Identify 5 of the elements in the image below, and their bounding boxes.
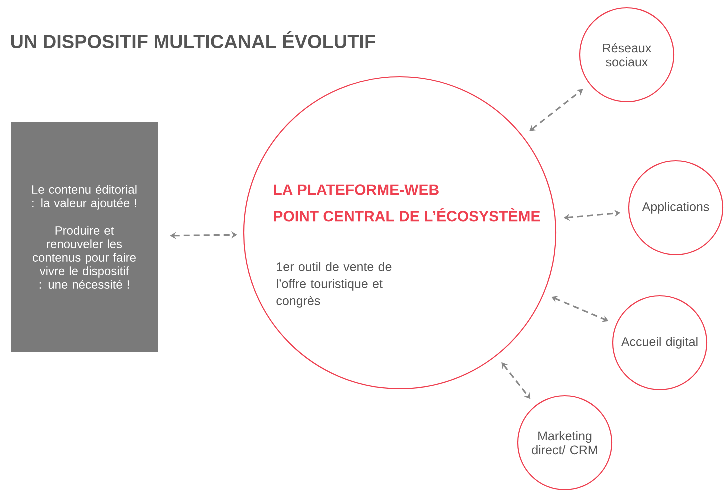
description: 1er outil de vente de l’offre touristique et congrès	[276, 262, 392, 308]
heading: POINT CENTRAL DE L’ÉCOSYSTÈME	[274, 208, 540, 222]
text-box: Le contenu éditorial : la valeur ajoutée ! Produire et renouveler les contenus pour faire vivre le dispositif : une nécessité !	[11, 122, 158, 352]
heading: LA PLATEFORME-WEB	[274, 184, 439, 196]
title: UN DISPOSITIF MULTICANAL ÉVOLUTIF	[11, 32, 376, 48]
